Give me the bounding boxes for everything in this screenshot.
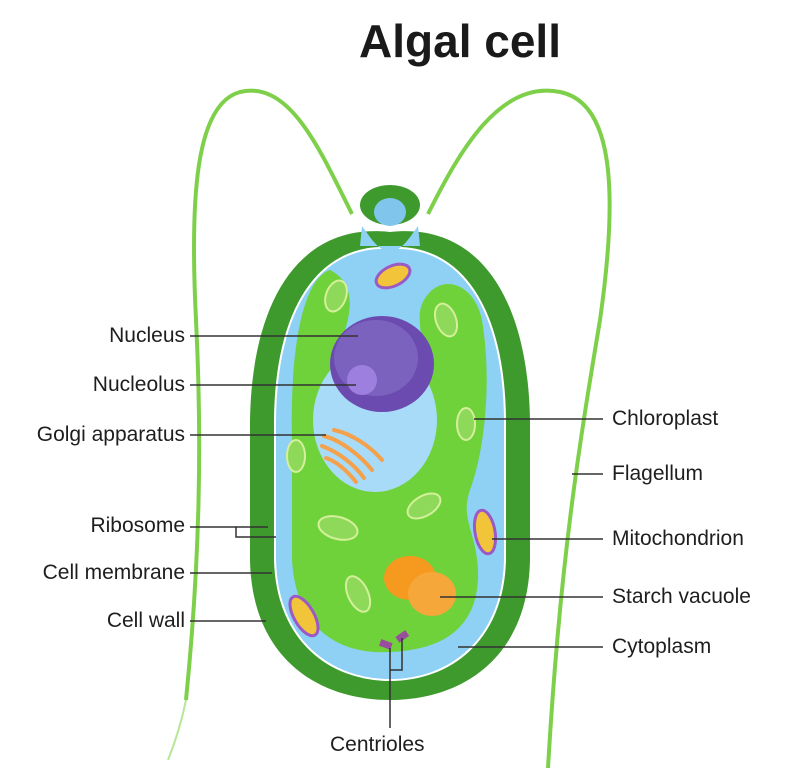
label-cell-wall: Cell wall [106,609,185,632]
label-golgi-apparatus: Golgi apparatus [36,423,185,446]
golgi-apparatus [320,428,384,484]
diagram-title: Algal cell [359,15,561,67]
chloroplasts [286,279,476,613]
chloroplast-body [291,270,487,653]
label-nucleus: Nucleus [109,324,185,347]
label-chloroplast: Chloroplast [612,407,719,430]
label-mitochondrion: Mitochondrion [612,527,744,550]
leader-lines [190,335,603,728]
nucleolus [347,365,377,395]
mitochondria [288,262,498,638]
label-cytoplasm: Cytoplasm [612,635,712,658]
label-nucleolus: Nucleolus [92,373,185,396]
centrioles [378,630,410,650]
flagellum-right [426,88,612,768]
label-starch-vacuole: Starch vacuole [612,585,751,608]
label-ribosome: Ribosome [90,514,185,537]
label-cell-membrane: Cell membrane [42,561,185,584]
label-flagellum: Flagellum [612,462,704,485]
label-centrioles: Centrioles [330,733,425,756]
